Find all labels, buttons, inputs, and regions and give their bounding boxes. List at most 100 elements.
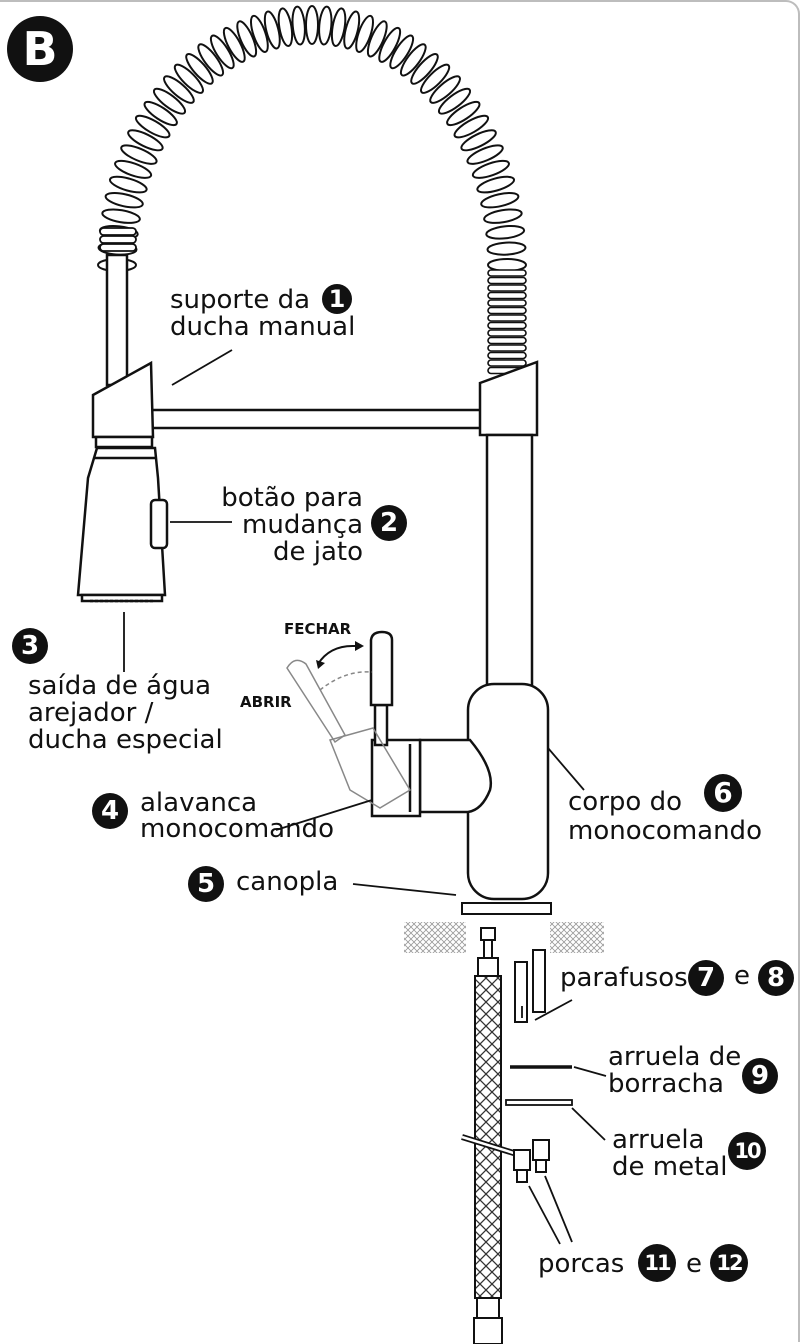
spring-coil-ring	[291, 5, 306, 46]
number-badge-5: 5	[188, 866, 224, 902]
label-rubber-washer-line1: arruela de	[608, 1042, 742, 1072]
label-nuts-joiner: e	[686, 1249, 702, 1279]
spring-coil-ring	[197, 43, 225, 77]
spring-coil-ring	[114, 159, 153, 179]
spring-coil-ring	[104, 191, 144, 209]
hose-corrugation	[487, 314, 527, 322]
hose-corrugation	[487, 351, 527, 360]
label-nuts: porcas	[538, 1249, 625, 1279]
spring-coil-ring	[185, 53, 214, 85]
hose-corrugation	[487, 299, 527, 307]
number-badge-12: 12	[710, 1244, 748, 1282]
label-jet-button-line2: mudança	[242, 510, 363, 540]
hose-corrugation	[487, 291, 527, 300]
label-support-line1: suporte da	[170, 285, 311, 315]
label-canopla: canopla	[236, 867, 339, 897]
hand-shower-icon	[76, 446, 169, 603]
spring-coil-ring	[134, 114, 171, 139]
spring-coil-ring	[99, 243, 137, 252]
leader-lines	[123, 349, 607, 1245]
spring-coil-ring	[99, 235, 137, 244]
spring-coil-ring	[173, 63, 204, 94]
label-support-line2: ducha manual	[170, 312, 356, 342]
spring-coil-ring	[420, 63, 451, 94]
spring-coil-ring	[108, 175, 148, 194]
spring-coil-ring	[222, 26, 246, 63]
spring-coil-ring	[389, 34, 415, 70]
spring-coil-ring	[486, 241, 527, 256]
spring-coil-ring	[163, 75, 195, 104]
label-body-line2: monocomando	[568, 816, 762, 846]
number-badge-9: 9	[742, 1058, 778, 1094]
number-badge-4: 4	[92, 793, 128, 829]
hose-corrugation	[487, 306, 527, 315]
label-open: ABRIR	[240, 693, 292, 711]
label-body-line1: corpo do	[568, 787, 682, 817]
spring-coil-ring	[410, 53, 439, 85]
number-badge-1: 1	[322, 284, 352, 314]
spring-coil-ring	[471, 159, 510, 179]
label-metal-washer-line2: de metal	[612, 1152, 728, 1182]
number-badge-6: 6	[704, 774, 742, 812]
spring-coil-ring	[236, 20, 258, 58]
spring-coil-ring	[209, 34, 235, 70]
label-lever-line2: monocomando	[140, 814, 334, 844]
hose-corrugation	[487, 336, 527, 345]
spring-coil-ring	[99, 227, 137, 236]
label-outlet-line2: arejador /	[28, 698, 154, 728]
label-outlet-line1: saída de água	[28, 671, 212, 701]
hose-corrugation	[487, 284, 527, 292]
number-badge-2: 2	[371, 505, 407, 541]
countertop-right	[550, 922, 604, 953]
spring-coil-ring	[127, 129, 164, 152]
spring-coil-ring	[305, 5, 319, 45]
spring-coil-ring	[366, 20, 388, 58]
faucet-body-icon	[369, 433, 550, 901]
label-metal-washer-line1: arruela	[612, 1125, 705, 1155]
label-outlet-line3: ducha especial	[28, 725, 223, 755]
hose-corrugation	[487, 359, 527, 367]
countertop-left	[404, 922, 466, 953]
hose-corrugation	[487, 276, 527, 285]
spring-coil-ring	[399, 43, 427, 77]
spring-coil-ring	[120, 144, 158, 165]
spring-coil-ring	[318, 5, 333, 46]
number-badge-7: 7	[688, 960, 724, 996]
spring-coil-ring	[480, 191, 520, 209]
spring-coil-ring	[378, 26, 402, 63]
canopla-plate	[461, 902, 552, 915]
label-jet-button-line1: botão para	[221, 483, 363, 513]
number-badge-3: 3	[12, 628, 48, 664]
support-arm	[91, 360, 539, 449]
shower-tube	[105, 253, 129, 387]
spring-coil-ring	[143, 100, 178, 127]
spring-coil-ring	[250, 14, 269, 53]
spring-coil-ring	[460, 129, 497, 152]
spring-coil-ring	[152, 87, 187, 115]
lever-icon	[286, 659, 412, 809]
braided-hose-icon	[473, 927, 503, 1344]
spring-coil-ring	[330, 7, 347, 47]
spring-coil-ring	[343, 10, 361, 50]
spring-coil-ring	[429, 75, 461, 104]
lever-arrow	[317, 644, 356, 665]
spring-coil-ring	[476, 175, 516, 194]
label-close: FECHAR	[284, 620, 352, 638]
spring-coil-ring	[277, 7, 294, 47]
label-rubber-washer-line2: borracha	[608, 1069, 724, 1099]
spring-coil-ring	[101, 208, 141, 224]
spring-hose-icon	[97, 5, 527, 375]
hose-corrugation	[487, 329, 527, 337]
spring-coil-ring	[263, 10, 281, 50]
hose-corrugation	[487, 269, 527, 277]
spring-coil-ring	[355, 14, 374, 53]
metal-washer	[505, 1099, 573, 1106]
spring-coil-ring	[453, 114, 490, 139]
number-badge-11: 11	[638, 1244, 676, 1282]
screws	[514, 949, 546, 1023]
label-screws: parafusos	[560, 963, 688, 993]
spring-coil-ring	[466, 144, 504, 165]
spring-coil-ring	[485, 224, 526, 240]
